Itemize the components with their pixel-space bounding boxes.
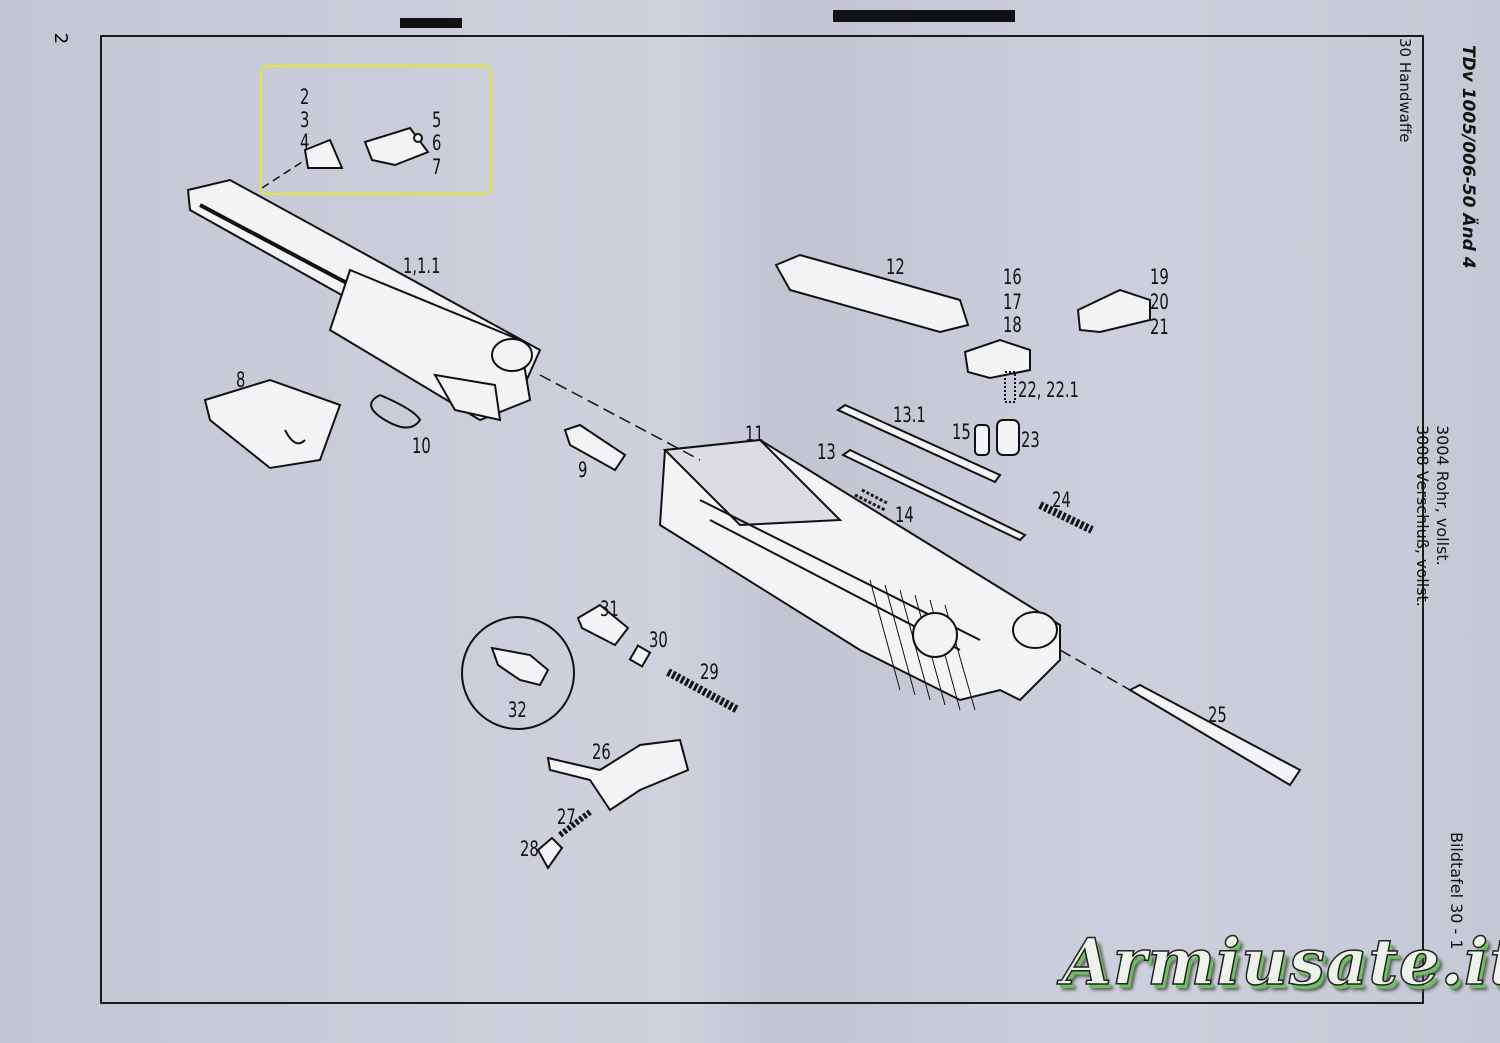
part-label: 28: [520, 837, 539, 861]
part-label: 1,1.1: [403, 254, 441, 278]
rear-sight-part: [363, 126, 430, 167]
part-label: 21: [1150, 315, 1169, 339]
part-23: [996, 419, 1020, 456]
part-label: 16: [1003, 265, 1022, 289]
part-30: [628, 644, 652, 668]
spring-22: [1004, 371, 1016, 403]
part-label: 11: [745, 422, 764, 446]
barrel-part: [186, 178, 542, 422]
part-label: 25: [1208, 703, 1227, 727]
part-13-1: [836, 403, 1002, 484]
part-label: 23: [1021, 428, 1040, 452]
part-label: 20: [1150, 290, 1169, 314]
part-label: 15: [952, 420, 971, 444]
part-label: 30: [649, 628, 668, 652]
part-label: 3: [300, 108, 310, 132]
part-label: 12: [886, 255, 905, 279]
part-8: [203, 378, 342, 470]
part-label: 13.1: [893, 403, 926, 427]
part-label: 24: [1052, 488, 1071, 512]
part-label: 7: [432, 155, 442, 179]
part-label: 32: [508, 698, 527, 722]
highlight-box: [260, 65, 492, 195]
part-label: 6: [432, 131, 442, 155]
part-label: 9: [578, 458, 588, 482]
spring-14: [854, 488, 888, 512]
redaction-bar: [400, 18, 462, 28]
part-12: [774, 253, 970, 334]
part-label: 10: [412, 434, 431, 458]
front-sight-part: [303, 138, 344, 169]
part-label: 18: [1003, 313, 1022, 337]
part-label: 31: [600, 597, 619, 621]
part-label: 14: [895, 503, 914, 527]
drawing-frame: [100, 35, 1424, 1004]
part-label: 8: [236, 368, 246, 392]
part-label: 29: [700, 660, 719, 684]
part-label: 19: [1150, 265, 1169, 289]
part-18: [963, 338, 1031, 380]
part-28: [536, 836, 564, 870]
part-19: [1076, 288, 1151, 334]
part-label: 5: [432, 108, 442, 132]
part-label: 26: [592, 740, 611, 764]
part-label: 17: [1003, 290, 1022, 314]
part-label: 22, 22.1: [1018, 378, 1079, 402]
part-9: [563, 423, 627, 472]
spring-29: [666, 668, 740, 714]
part-label: 27: [557, 805, 576, 829]
slide-part: [658, 438, 1061, 711]
part-label: 13: [817, 440, 836, 464]
spring-27: [558, 809, 592, 838]
watermark-logo: Armiusate.it: [1061, 924, 1500, 1001]
part-label: 2: [300, 85, 310, 109]
firing-pin-25: [1127, 683, 1302, 787]
part-32-detail: [461, 616, 575, 730]
part-13: [841, 448, 1027, 542]
part-31: [576, 603, 630, 647]
redaction-bar: [833, 10, 1015, 22]
part-15: [974, 424, 990, 456]
part-26: [546, 738, 690, 812]
part-10: [370, 394, 422, 429]
part-label: 4: [300, 130, 310, 154]
